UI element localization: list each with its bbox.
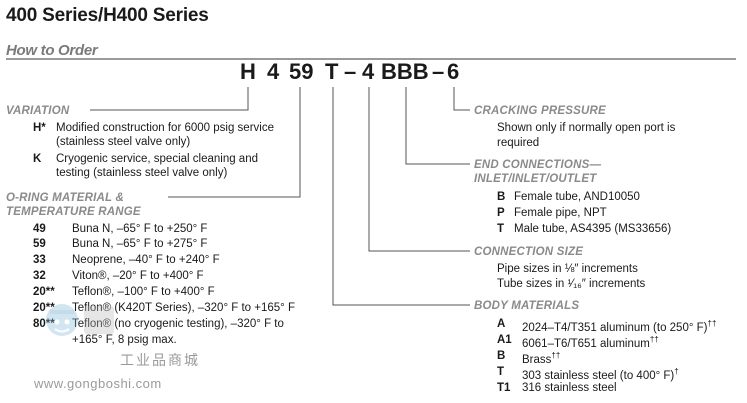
body-materials-heading: BODY MATERIALS	[474, 300, 580, 312]
oring-text: Neoprene, –40° F to +240° F	[72, 254, 220, 266]
oring-heading: TEMPERATURE RANGE	[6, 206, 141, 218]
end-connections-key: P	[497, 207, 505, 219]
body-materials-key: A	[497, 318, 506, 330]
connection-size-text: Pipe sizes in ⅛″ increments	[497, 263, 638, 275]
end-connections-heading: INLET/INLET/OUTLET	[474, 173, 597, 185]
oring-text: +165° F, 8 psig max.	[72, 334, 177, 346]
oring-text: Teflon® (no cryogenic testing), –320° F …	[72, 318, 284, 330]
code-variation: H	[240, 59, 256, 84]
oring-key: 20**	[33, 302, 55, 314]
oring-text: Buna N, –65° F to +250° F	[72, 223, 208, 235]
leader-body-materials	[332, 87, 470, 306]
variation-heading: VARIATION	[6, 105, 70, 117]
end-connections-key: B	[497, 191, 506, 203]
oring-text: Teflon® (K420T Series), –320° F to +165°…	[72, 302, 295, 314]
variation-text: (stainless steel valve only)	[56, 136, 191, 148]
end-connections-text: Female tube, AND10050	[514, 191, 640, 203]
page-title: 400 Series/H400 Series	[6, 5, 209, 26]
code-end-connections: BBB	[381, 59, 429, 84]
oring-text: Buna N, –65° F to +275° F	[72, 238, 208, 250]
oring-key: 49	[33, 223, 46, 235]
end-connections-heading: END CONNECTIONS—	[474, 159, 602, 171]
footnote-mark: †	[674, 367, 679, 376]
oring-key: 32	[33, 270, 46, 282]
leader-cracking	[453, 87, 470, 111]
variation-key: K	[33, 153, 42, 165]
oring-key: 33	[33, 254, 46, 266]
code-dash-2: –	[432, 59, 445, 84]
body-materials-key: B	[497, 350, 506, 362]
code-body-material: T	[325, 59, 339, 84]
watermark-url: www.gongboshi.com	[34, 376, 162, 391]
body-materials-text: 303 stainless steel (to 400° F)†	[522, 367, 679, 382]
body-materials-text: 6061–T6/T651 aluminum††	[522, 335, 659, 350]
section-divider	[6, 58, 736, 60]
oring-key: 20**	[33, 286, 55, 298]
code-oring: 59	[289, 59, 314, 84]
leader-variation	[90, 87, 249, 111]
variation-text: Modified construction for 6000 psig serv…	[56, 122, 274, 134]
body-materials-text: 2024–T4/T351 aluminum (to 250° F)††	[522, 319, 717, 334]
code-series: 4	[267, 59, 280, 84]
oring-heading: O-RING MATERIAL &	[6, 192, 124, 204]
section-title: How to Order	[6, 42, 98, 59]
code-dash-1: –	[344, 59, 357, 84]
footnote-mark: ††	[707, 319, 717, 328]
body-materials-key: T	[497, 366, 505, 378]
body-materials-key: T1	[497, 382, 511, 394]
code-cracking: 6	[447, 59, 460, 84]
footnote-mark: ††	[649, 335, 659, 344]
oring-text: Viton®, –20° F to +400° F	[72, 270, 204, 282]
oring-text: Teflon®, –100° F to +400° F	[72, 286, 215, 298]
leader-end-connections	[405, 87, 470, 165]
oring-key: 59	[33, 238, 46, 250]
body-materials-key: A1	[497, 334, 512, 346]
end-connections-key: T	[497, 223, 505, 235]
code-connection-size: 4	[362, 59, 375, 84]
leader-connection-size	[368, 87, 470, 252]
body-materials-text: 316 stainless steel	[522, 382, 617, 394]
footnote-mark: ††	[551, 351, 561, 360]
cracking-text: required	[497, 137, 540, 149]
end-connections-text: Male tube, AS4395 (MS33656)	[514, 223, 672, 235]
cracking-text: Shown only if normally open port is	[497, 122, 676, 134]
cracking-heading: CRACKING PRESSURE	[474, 105, 606, 117]
variation-key: H*	[33, 122, 46, 134]
oring-key: 80**	[33, 318, 55, 330]
watermark-text: 工业品商城	[120, 352, 200, 368]
watermark-logo-icon	[46, 304, 114, 336]
variation-text: testing (stainless steel valve only)	[56, 167, 228, 179]
connection-size-heading: CONNECTION SIZE	[474, 246, 584, 258]
body-materials-text: Brass††	[522, 351, 561, 366]
variation-text: Cryogenic service, special cleaning and	[56, 153, 258, 165]
end-connections-text: Female pipe, NPT	[514, 207, 607, 219]
connection-size-text: Tube sizes in ¹⁄₁₆″ increments	[497, 278, 646, 290]
